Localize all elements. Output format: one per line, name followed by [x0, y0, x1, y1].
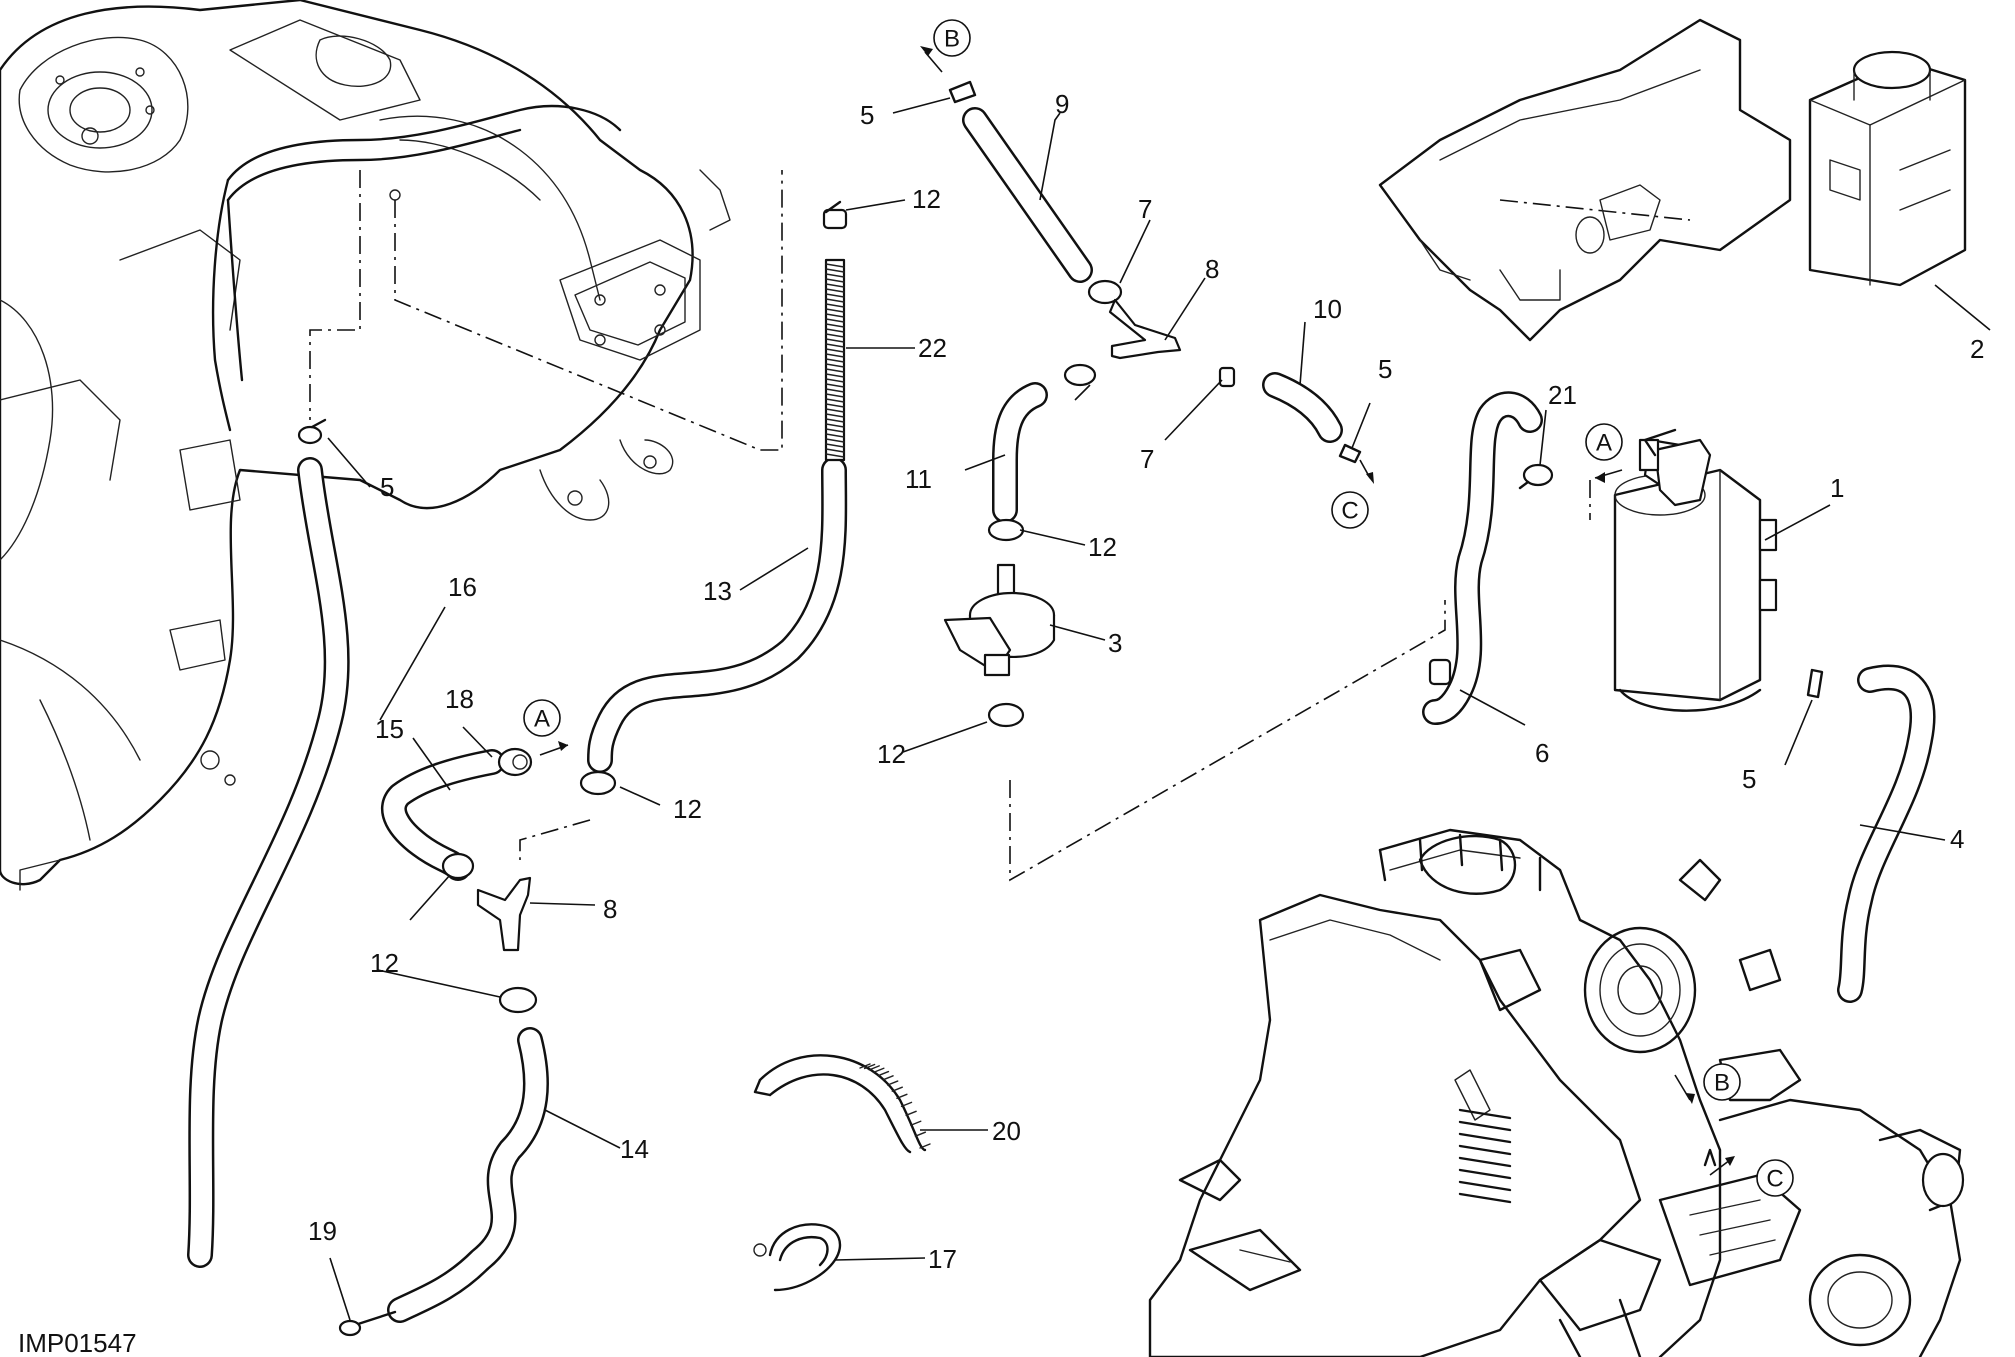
callout-6: 6: [1535, 738, 1549, 768]
callout-numbers: 1 2 3 4 5 5 5 5 6 7 7 7 8 8 9 10 11 12 1…: [308, 89, 1984, 1274]
engine-drawing: [1148, 828, 1965, 1357]
clamp-12-valve-top: [987, 518, 1025, 542]
callout-12-left: 12: [370, 948, 399, 978]
callout-4: 4: [1950, 824, 1964, 854]
canister-cover-2: [1808, 50, 1967, 287]
clamp-7-top: [1087, 279, 1123, 305]
callout-15: 15: [375, 714, 404, 744]
callout-2: 2: [1970, 334, 1984, 364]
y-fitting-8-upper: [1108, 298, 1182, 360]
callout-18: 18: [445, 684, 474, 714]
fitting-19: [338, 1310, 397, 1337]
clamp-6-end: [1428, 658, 1452, 686]
clamp-12-valve-bottom: [987, 702, 1025, 728]
hose-13: [587, 457, 848, 773]
callout-5-top: 5: [860, 100, 874, 130]
clamp-strap-20: [753, 1054, 931, 1154]
hose-15: [381, 749, 505, 881]
ref-C-right: C: [1331, 491, 1369, 529]
svg-text:A: A: [1596, 430, 1612, 457]
clamp-5-right: [1338, 443, 1362, 464]
callout-22: 22: [918, 333, 947, 363]
svg-text:B: B: [944, 26, 960, 53]
fuel-tank-drawing: [0, 0, 731, 891]
clamp-12-left-mid: [441, 852, 475, 880]
clamp-5-canister: [1806, 668, 1824, 699]
ref-C-engine: C: [1756, 1159, 1794, 1197]
reference-arrows: [539, 46, 1735, 1176]
clamp-12-top: [822, 200, 848, 230]
clamp-5-left: [297, 418, 327, 445]
clamp-7-mid: [1063, 363, 1097, 387]
callout-12-valve-top: 12: [1088, 532, 1117, 562]
callout-13: 13: [703, 576, 732, 606]
callout-8-lower: 8: [603, 894, 617, 924]
svg-text:A: A: [534, 706, 550, 733]
hose-clip-17: [753, 1223, 842, 1292]
clamp-12-mid: [579, 770, 617, 796]
callout-5-right: 5: [1378, 354, 1392, 384]
svg-text:C: C: [1341, 498, 1358, 525]
ref-A-right: A: [1585, 423, 1623, 461]
clamp-7-right: [1218, 366, 1236, 388]
clamp-18: [497, 747, 533, 777]
clamp-5-top: [948, 80, 977, 104]
callout-19: 19: [308, 1216, 337, 1246]
hose-16: [187, 457, 350, 1268]
hose-10: [1262, 372, 1343, 443]
carbon-canister-1: [1613, 428, 1778, 712]
connection-lines: [309, 170, 1691, 882]
ref-B-engine: B: [1703, 1063, 1741, 1101]
hose-11: [992, 382, 1048, 523]
ref-A-left: A: [523, 699, 561, 737]
callout-7-mid: 7: [1140, 444, 1154, 474]
callout-11: 11: [905, 464, 932, 494]
y-fitting-8-lower: [476, 876, 532, 952]
callout-5-canister: 5: [1742, 764, 1756, 794]
callout-20: 20: [992, 1116, 1021, 1146]
leader-lines: [327, 97, 1991, 1321]
callout-16: 16: [448, 572, 477, 602]
svg-text:B: B: [1714, 1070, 1730, 1097]
ref-B-top: B: [933, 19, 971, 57]
callout-7-top: 7: [1138, 194, 1152, 224]
callout-17: 17: [928, 1244, 957, 1274]
callout-10: 10: [1313, 294, 1342, 324]
hose-9: [962, 107, 1093, 283]
callout-21: 21: [1548, 380, 1577, 410]
callout-12-mid: 12: [673, 794, 702, 824]
callout-1: 1: [1830, 473, 1844, 503]
callout-9: 9: [1055, 89, 1069, 119]
callout-5-left: 5: [380, 472, 394, 502]
hose-6: [1422, 391, 1543, 725]
drawing-code: IMP01547: [18, 1328, 137, 1357]
callout-12-top: 12: [912, 184, 941, 214]
spring-guard-22: [824, 258, 846, 462]
purge-valve-3: [943, 563, 1056, 677]
callout-8-upper: 8: [1205, 254, 1219, 284]
canister-bracket: [1378, 18, 1792, 342]
clamp-12-lower: [498, 986, 538, 1014]
callout-14: 14: [620, 1134, 649, 1164]
hose-4: [1837, 664, 1936, 1003]
clamp-21: [1518, 463, 1554, 490]
callout-12-valve-bottom: 12: [877, 739, 906, 769]
callout-3: 3: [1108, 628, 1122, 658]
hose-14: [387, 1027, 549, 1323]
svg-text:C: C: [1766, 1166, 1783, 1193]
